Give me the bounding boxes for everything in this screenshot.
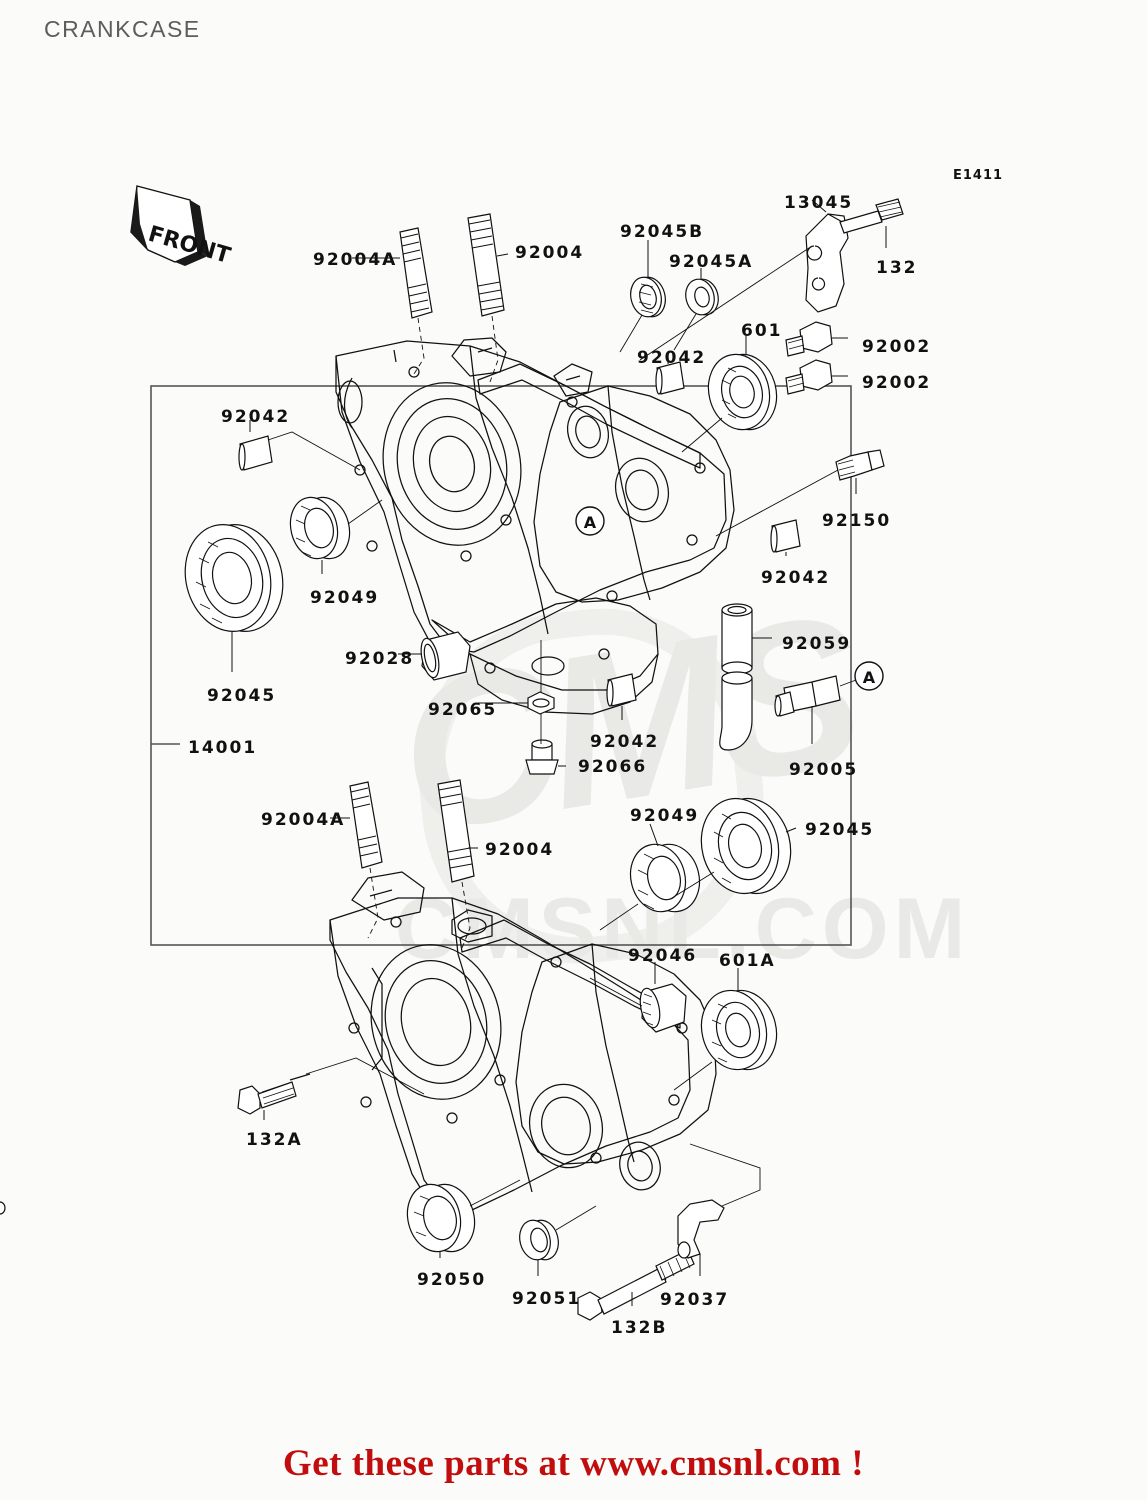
svg-text:A: A [863,668,876,687]
part-label-pin-92042-right: 92042 [761,568,831,588]
part-label-bearing-92045-left: 92045 [207,686,277,706]
part-label-seal-92050: 92050 [417,1270,487,1290]
part-92045a [685,278,719,316]
svg-text:A: A [584,513,597,532]
part-label-crankcase-assembly-14001: 14001 [188,738,258,758]
part-601a [700,989,778,1071]
part-label-bearing-92045a: 92045A [669,252,754,272]
part-label-stud-upper-left: 92004A [313,250,398,270]
part-label-seal-92051: 92051 [512,1289,582,1309]
part-92150 [835,449,885,481]
part-label-bearing-92045b: 92045B [620,222,705,242]
part-label-bearing-601a: 601A [719,951,776,971]
part-label-stud-upper-center: 92004 [515,243,585,263]
part-92042-lower [606,673,637,707]
part-132 [839,198,904,234]
assembly-bracket-14001 [150,385,852,946]
part-92042-right [770,519,801,553]
part-92059 [719,603,753,751]
part-label-stud-lower-left: 92004A [261,810,346,830]
part-label-bolt-132a: 132A [246,1130,303,1150]
part-label-gasket-92065: 92065 [428,700,498,720]
part-label-bolt-132b: 132B [611,1318,668,1338]
part-92004a-upper [399,227,433,319]
part-92049-upper [289,496,351,560]
part-label-bushing-92028: 92028 [345,649,415,669]
part-label-pin-92042-lower: 92042 [590,732,660,752]
part-92004a-lower [349,781,383,869]
part-92065 [527,691,555,715]
part-92004-upper [467,213,505,317]
part-label-seal-92049-upper: 92049 [310,588,380,608]
part-92042-upper [655,361,685,395]
part-92002-a [785,321,833,357]
footer-note: Get these parts at www.cmsnl.com ! [282,1443,865,1484]
part-92046 [639,983,687,1033]
part-label-fitting-92005: 92005 [789,760,859,780]
part-label-bolt-92002-a: 92002 [862,337,932,357]
section-marker-a-right: A [854,661,884,691]
part-92028 [420,631,471,681]
part-92049-lower [629,843,701,913]
part-92045b [630,276,666,318]
part-label-bolt-92002-b: 92002 [862,373,932,393]
part-label-bolt-92150: 92150 [822,511,892,531]
part-92042-left [238,435,273,471]
page-title: CRANKCASE [44,16,201,42]
part-label-seal-92049-lower: 92049 [630,806,700,826]
part-label-pin-92042-upper: 92042 [637,348,707,368]
part-label-clamp-92037: 92037 [660,1290,730,1310]
part-92045-left [184,524,284,632]
part-label-plug-92066: 92066 [578,757,648,777]
part-92051 [519,1219,559,1261]
part-label-bearing-601: 601 [741,321,783,341]
part-92002-b [785,359,833,395]
front-arrow-icon: FRONT [130,185,233,269]
part-92037 [0,1199,725,1259]
part-92005 [774,675,841,717]
diagram-code: E1411 [953,168,1004,183]
part-label-tube-92059: 92059 [782,634,852,654]
part-13045 [805,213,849,313]
part-92066 [525,714,559,775]
part-label-pin-92042-left: 92042 [221,407,291,427]
section-marker-a-upper: A [575,506,605,536]
lower-crankcase-drawing [329,871,717,1211]
part-92045-right [700,797,792,895]
part-label-stud-lower-center: 92004 [485,840,555,860]
part-132a [237,1073,311,1115]
part-label-tensioner-13045: 13045 [784,193,854,213]
part-92050 [406,1183,476,1253]
part-601 [707,353,778,431]
part-label-bearing-92045-right: 92045 [805,820,875,840]
part-label-bolt-132: 132 [876,258,918,278]
part-label-seal-92046: 92046 [628,946,698,966]
upper-crankcase-drawing [335,337,735,715]
part-92004-lower [437,779,475,883]
